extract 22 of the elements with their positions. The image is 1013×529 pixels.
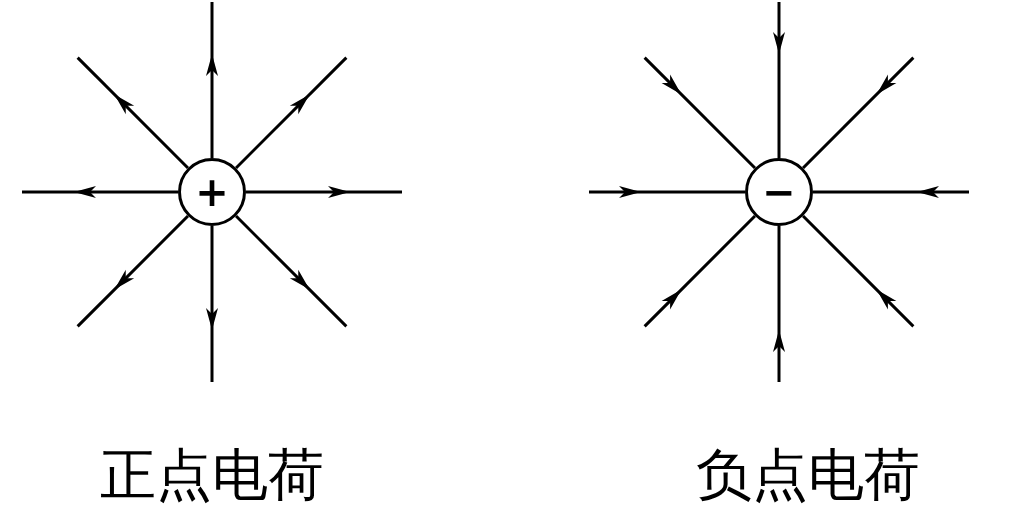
field-line-arrow (643, 56, 757, 170)
field-line-arrow (643, 214, 757, 328)
field-line-arrow (246, 186, 402, 198)
field-line-arrow (801, 56, 915, 170)
charge-circle (178, 158, 246, 226)
field-line-arrow (206, 2, 218, 158)
field-line-arrow (773, 226, 785, 382)
field-line-arrow (206, 226, 218, 382)
field-line-arrow (773, 2, 785, 158)
charge-label: 正点电荷 (100, 447, 324, 503)
field-line-arrow (76, 56, 190, 170)
field-line-arrow (813, 186, 969, 198)
field-line-arrow (76, 214, 190, 328)
charge-label: 负点电荷 (696, 447, 920, 503)
charge-circle (745, 158, 813, 226)
field-line-arrow (234, 214, 348, 328)
charge-sign: − (762, 172, 796, 212)
field-line-arrow (801, 214, 915, 328)
field-line-arrow (234, 56, 348, 170)
field-line-arrow (589, 186, 745, 198)
field-line-arrow (22, 186, 178, 198)
charge-sign: + (195, 172, 229, 212)
